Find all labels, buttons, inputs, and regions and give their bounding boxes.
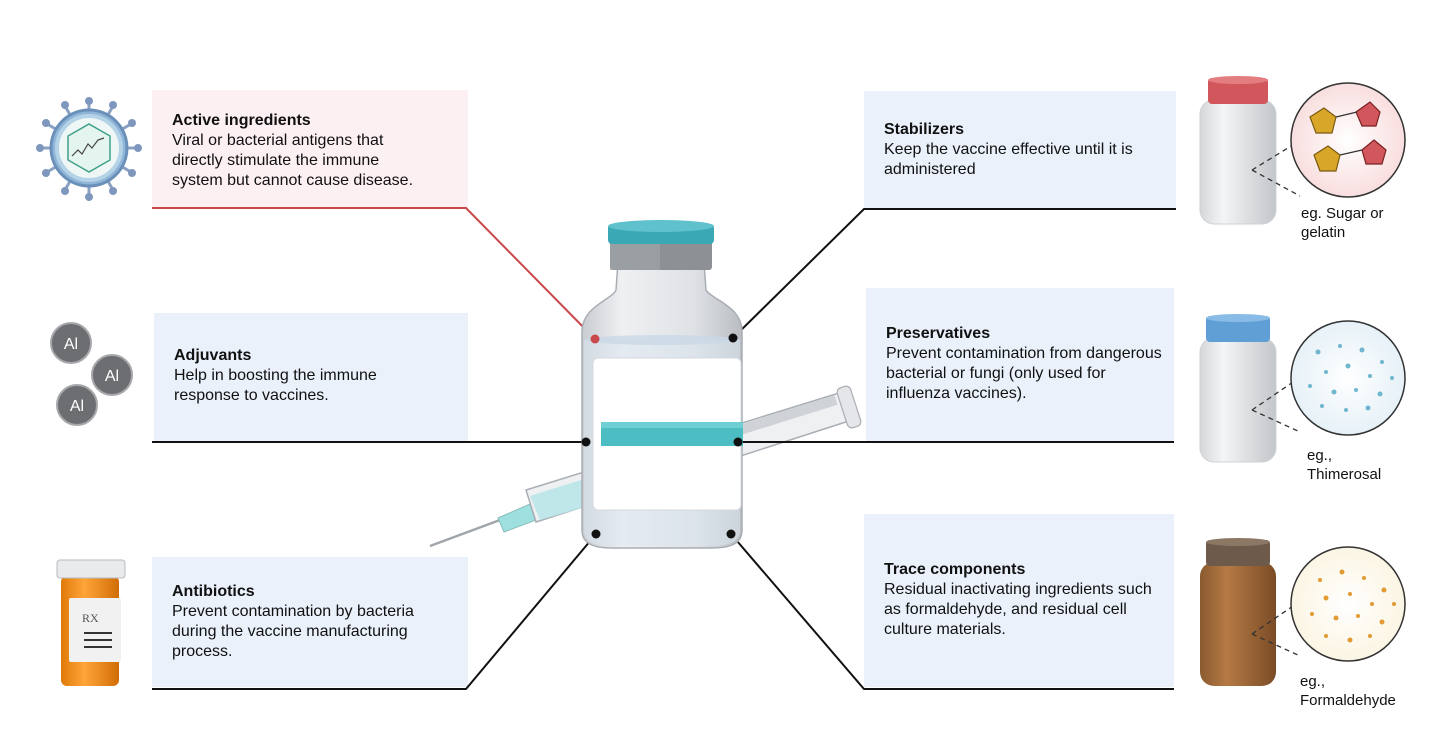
virus-icon xyxy=(36,97,142,201)
active-ingredients-box: Active ingredients Viral or bacterial an… xyxy=(152,93,468,191)
active-ingredients-desc: Viral or bacterial antigens that directl… xyxy=(172,132,414,189)
al-label-2: Al xyxy=(105,368,119,385)
adjuvants-desc: Help in boosting the immune response to … xyxy=(174,367,377,404)
al-label-1: Al xyxy=(64,336,78,353)
trace-components-title: Trace components xyxy=(884,561,1026,578)
adjuvants-box-bg xyxy=(154,313,468,441)
trace-components-box-bg xyxy=(864,514,1174,687)
pill-bottle-icon: RX xyxy=(56,559,126,686)
antibiotics-desc: Prevent contamination by bacteria during… xyxy=(172,603,414,660)
preservatives-box: Preservatives Prevent contamination from… xyxy=(866,306,1174,404)
trace-components-connector xyxy=(730,533,1174,690)
trace-components-box: Trace components Residual inactivating i… xyxy=(864,542,1174,640)
preservatives-example: eg., Thimerosal xyxy=(1307,447,1382,483)
thimerosal-bottle-icon xyxy=(1199,314,1406,463)
trace-components-desc: Residual inactivating ingredients such a… xyxy=(884,581,1152,638)
al-label-3: Al xyxy=(70,398,84,415)
formaldehyde-bottle-icon xyxy=(1200,538,1406,686)
aluminium-particles-icon: Al Al Al xyxy=(50,322,133,426)
adjuvants-box: Adjuvants Help in boosting the immune re… xyxy=(154,328,468,406)
stabilizers-example: eg. Sugar or gelatin xyxy=(1301,205,1384,241)
active-ingredients-title: Active ingredients xyxy=(172,112,311,129)
stabilizers-box: Stabilizers Keep the vaccine effective u… xyxy=(864,102,1176,180)
antibiotics-title: Antibiotics xyxy=(172,583,255,600)
stabilizers-title: Stabilizers xyxy=(884,121,965,138)
stabilizers-connector xyxy=(732,208,1176,339)
antibiotics-connector xyxy=(152,533,597,690)
active-ingredients-connector xyxy=(152,207,596,340)
trace-components-example: eg., Formaldehyde xyxy=(1300,673,1396,709)
stabilizers-desc: Keep the vaccine effective until it is a… xyxy=(884,141,1133,178)
active-ingredients-box-bg xyxy=(152,90,468,208)
vaccine-vial-icon xyxy=(581,220,743,549)
stabilizers-box-bg xyxy=(864,91,1176,208)
rx-symbol: RX xyxy=(82,611,99,625)
antibiotics-box-bg xyxy=(152,557,468,687)
preservatives-title: Preservatives xyxy=(886,325,991,342)
antibiotics-box: Antibiotics Prevent contamination by bac… xyxy=(152,564,468,662)
sugar-bottle-icon xyxy=(1199,76,1406,225)
preservatives-box-bg xyxy=(866,288,1174,442)
adjuvants-title: Adjuvants xyxy=(174,347,252,364)
preservatives-desc: Prevent contamination from dangerous bac… xyxy=(886,345,1162,402)
